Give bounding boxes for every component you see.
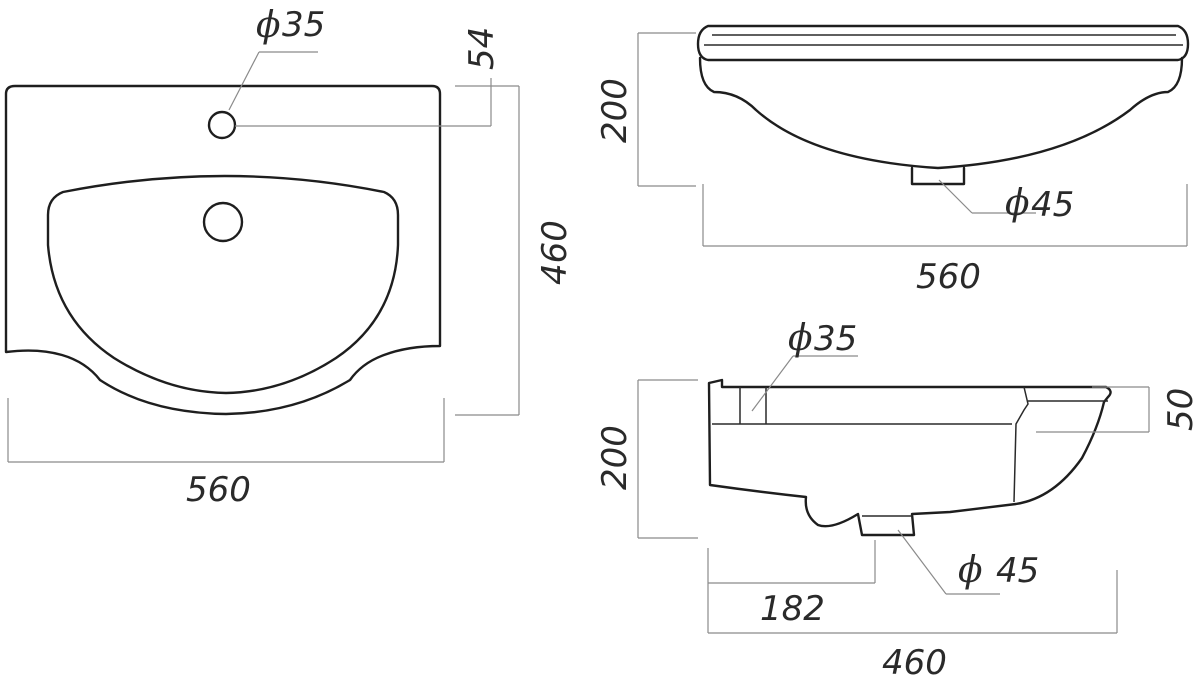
top-view-tap-leader [228, 51, 260, 111]
side-view-front-rim [1013, 386, 1029, 503]
top-view-tap-offset-label: 54 [462, 27, 502, 70]
front-view-width-label: 560 [916, 257, 981, 297]
side-view-drain-diameter-label: 45 [996, 551, 1039, 591]
side-view-overflow-diameter-label: 35 [814, 319, 857, 359]
top-view-tap-diameter-label: 35 [282, 5, 325, 45]
side-view-drain-diameter-symbol: ϕ [958, 550, 983, 591]
side-view-height-label: 200 [595, 425, 635, 490]
side-view-overflow-diameter-symbol: ϕ [788, 318, 813, 359]
top-view-width-label: 560 [186, 470, 251, 510]
top-view-depth-label: 460 [535, 220, 575, 285]
top-view-tap-diameter-symbol: ϕ [256, 5, 281, 46]
top-view-tap-hole [207, 110, 237, 140]
front-view-height-label: 200 [595, 78, 635, 143]
front-view-drain-diameter-symbol: ϕ [1005, 183, 1030, 224]
top-view-drain-hole [202, 201, 244, 243]
front-view-drain-diameter-label: 45 [1031, 185, 1074, 225]
front-view: 200 ϕ 45 560 [595, 24, 1190, 297]
side-view-overflow-leader [751, 355, 794, 412]
side-view-drain-offset-label: 182 [760, 589, 825, 629]
front-view-bowl-outline [698, 56, 1184, 170]
side-view-depth-label: 460 [882, 643, 947, 683]
top-view-basin-outline [46, 174, 400, 395]
side-view: ϕ 35 50 200 ϕ 45 182 460 [595, 318, 1200, 683]
side-view-overflow-channel [739, 387, 767, 424]
front-view-drain-leader [938, 179, 973, 214]
top-view: ϕ 35 54 460 560 [4, 5, 575, 510]
front-view-rim-top [696, 24, 1190, 62]
front-view-drain-stub [910, 166, 966, 186]
side-view-rim-height-label: 50 [1161, 388, 1200, 431]
side-view-drain-leader [897, 529, 947, 595]
top-view-countertop-outline [4, 84, 442, 416]
side-view-body-outline [707, 378, 1112, 537]
